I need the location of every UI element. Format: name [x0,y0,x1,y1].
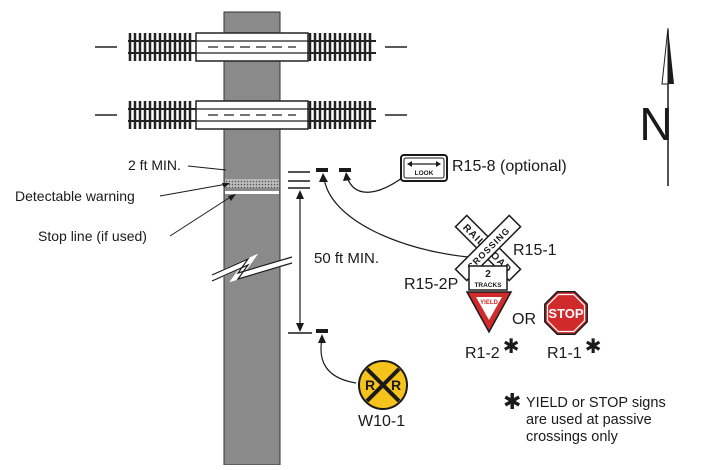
curve-arrow-r15-1-head [319,173,328,182]
dim-50ft-arrow-top [296,190,304,199]
curve-arrow-w10-1 [320,338,357,384]
footnote-line-3: crossings only [526,429,618,445]
asterisk-icon: ✱ [584,336,602,358]
label-r15-1: R15-1 [513,242,557,259]
label-2ft-min: 2 ft MIN. [128,157,181,173]
w10-1-r-right: R [391,377,401,393]
dim-50ft-arrow-bottom [296,323,304,332]
road-break-line-top [211,256,293,276]
sign-post-marker-1 [316,168,328,172]
label-r1-1: R1-1✱ [547,337,601,362]
footnote-asterisk-icon: ✱ [503,390,522,415]
r1-1-text: R1-1 [547,345,582,362]
leader-detectable [159,183,228,197]
label-r15-2p: R15-2P [404,276,459,293]
r1-2-text: R1-2 [465,345,500,362]
north-letter: N [639,98,672,150]
tracks-word: TRACKS [474,282,502,289]
sign-r15-8-look: LOOK [400,154,448,182]
label-detectable-warning: Detectable warning [15,188,135,204]
detectable-warning-strip [225,179,279,188]
north-arrow [661,27,674,186]
sign-r1-1-stop: STOP [544,291,588,335]
footnote-line-1: YIELD or STOP signs [526,395,666,411]
label-w10-1: W10-1 [358,413,406,430]
w10-1-r-left: R [365,377,375,393]
label-or: OR [512,311,536,328]
sign-r15-2p-tracks: 2 TRACKS [468,265,508,291]
stop-line [225,191,279,194]
leader-stop-arrow [228,194,236,201]
leader-2ft [187,165,227,171]
sign-post-marker-3 [316,329,328,333]
tracks-number: 2 [485,269,491,280]
curve-arrow-r15-1 [323,177,469,258]
road-break-mark [210,253,293,283]
stop-text: STOP [548,306,583,321]
sign-r1-2-yield: YIELD [465,291,513,334]
curve-arrow-w10-1-head [318,334,326,343]
road-break-line-bottom [211,262,293,282]
leader-stop-line [169,195,233,237]
asterisk-icon: ✱ [502,336,520,358]
curve-arrow-r15-8 [346,174,407,193]
label-stop-line: Stop line (if used) [38,228,147,244]
footnote-line-2: are used at passive [526,412,652,428]
footnote: YIELD or STOP signs are used at passive … [526,395,666,446]
label-r1-2: R1-2✱ [465,337,519,362]
look-text: LOOK [415,170,434,177]
roadway [223,11,281,466]
sign-w10-1: R R [358,360,408,410]
label-50ft-min: 50 ft MIN. [314,250,380,267]
railroad-track-1 [95,32,407,62]
leader-detectable-arrow [222,183,230,188]
curve-arrow-r15-8-head [343,172,351,181]
sign-post-marker-2 [339,168,351,172]
railroad-track-2 [95,100,407,130]
label-r15-8: R15-8 (optional) [452,158,567,175]
yield-text: YIELD [480,300,498,306]
